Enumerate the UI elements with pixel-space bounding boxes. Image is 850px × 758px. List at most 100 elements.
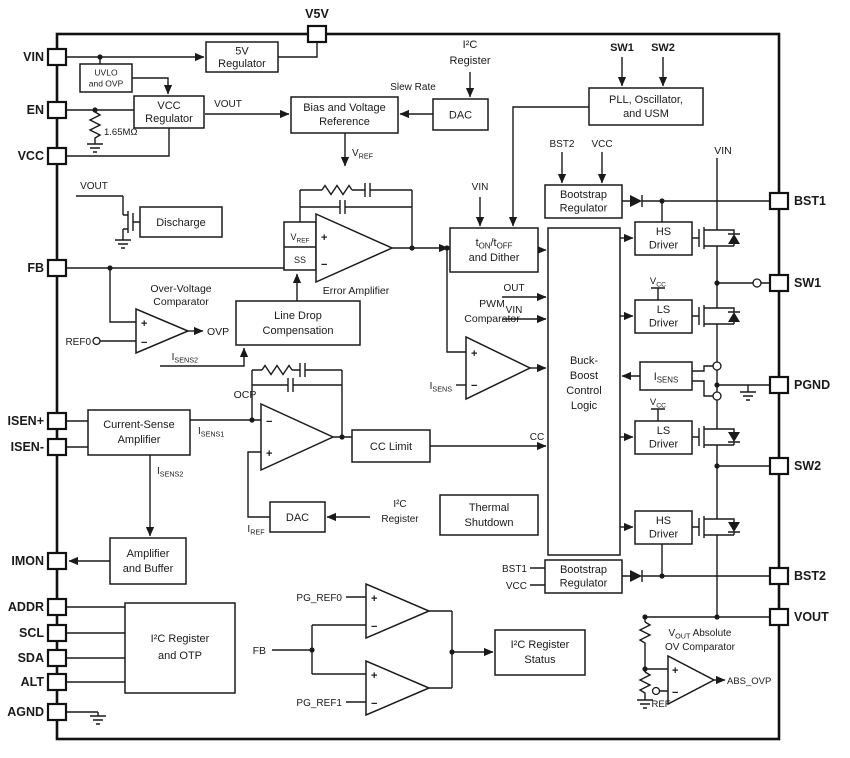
body-diode-hs2 — [728, 522, 740, 532]
abs-ovp-label: ABS_OVP — [727, 676, 771, 687]
pin-fb — [46, 258, 68, 278]
ov-comp-plus: + — [141, 318, 147, 330]
sw1-sense-point — [752, 278, 762, 288]
junction-dot — [309, 647, 315, 653]
pll-label-1: PLL, Oscillator, — [609, 94, 683, 106]
abs-ov-label-1: VOUT Absolute — [669, 628, 732, 641]
ocp-compensation — [251, 363, 343, 437]
bbcl-label-4: Logic — [571, 400, 598, 412]
pin-fb-label: FB — [27, 261, 44, 275]
junction-dot — [97, 54, 103, 60]
pin-scl-label: SCL — [19, 626, 44, 640]
dac-bottom-label: DAC — [286, 512, 309, 524]
bias-label-2: Reference — [319, 116, 370, 128]
net-labels: VOUT Slew Rate I²C Register SW1 SW2 BST2… — [65, 39, 771, 710]
junction-dot — [714, 463, 720, 469]
pg-comparator-2-triangle — [365, 659, 431, 717]
discharge-label: Discharge — [156, 217, 206, 229]
5v-regulator-label-2: Regulator — [218, 58, 266, 70]
pin-addr — [46, 597, 68, 617]
pg1-plus: + — [371, 593, 377, 605]
pin-vin-label: VIN — [23, 50, 44, 64]
vin-rail-label: VIN — [714, 145, 732, 157]
pgnd-ground — [740, 385, 756, 401]
wires-power-stage — [530, 158, 770, 618]
pin-en-label: EN — [27, 103, 44, 117]
fb-internal-label: FB — [253, 645, 266, 657]
vcc-regulator-label-2: Regulator — [145, 113, 193, 125]
junctions — [92, 54, 762, 696]
pin-sw1-label: SW1 — [794, 276, 821, 290]
pg-ref1-label: PG_REF1 — [296, 698, 342, 709]
pll-label-2: and USM — [623, 108, 669, 120]
pin-v5v — [306, 24, 328, 44]
vin-ton-label: VIN — [472, 182, 489, 193]
i2c-otp-label-2: and OTP — [158, 650, 202, 662]
ocp-plus: + — [266, 448, 272, 460]
cc-limit-block — [351, 429, 431, 463]
ampbuf-label-2: and Buffer — [123, 563, 174, 575]
bias-label-1: Bias and Voltage — [303, 102, 386, 114]
vin-signal-label: VIN — [506, 305, 523, 316]
ovp-label: OVP — [207, 326, 229, 338]
cc-label: CC — [530, 432, 544, 443]
sw2-top-label: SW2 — [651, 42, 675, 54]
i2c-register-bot-label-1: I²C — [393, 499, 406, 510]
isens2-imon-label: ISENS2 — [157, 466, 183, 479]
divider-resistor-1 — [638, 621, 652, 646]
ampbuf-label-1: Amplifier — [127, 548, 170, 560]
body-diode-hs1 — [728, 234, 740, 244]
iref-label: IREF — [247, 524, 265, 537]
pg-ref0-label: PG_REF0 — [296, 593, 342, 604]
pll-to-ton — [508, 106, 589, 227]
wires-ocp — [67, 363, 352, 518]
pin-en — [46, 100, 68, 120]
ref-abs-label: REF — [652, 699, 671, 710]
pin-bst1-label: BST1 — [794, 194, 826, 208]
pin-bst1 — [768, 191, 790, 211]
abs-ov-minus: − — [672, 687, 678, 699]
bst2-input-label: BST2 — [549, 139, 574, 150]
vcc-regulator-block — [133, 95, 205, 129]
hs-driver-1-label-1: HS — [656, 226, 671, 238]
isens-tap-top — [712, 361, 722, 371]
line-drop-block — [235, 300, 361, 346]
current-sense-amp-block — [87, 409, 191, 456]
thermal-label-1: Thermal — [469, 502, 509, 514]
en-resistor-symbol — [88, 111, 102, 140]
isens2-to-ldc — [160, 347, 249, 367]
thermal-shutdown-block — [439, 494, 539, 536]
junction-dot — [339, 434, 345, 440]
pwm-comp-minus: − — [471, 380, 477, 392]
isens2-ldc-label: ISENS2 — [172, 352, 198, 365]
i2c-otp-block — [124, 602, 236, 694]
pin-sw2-label: SW2 — [794, 459, 821, 473]
pin-sw2 — [768, 456, 790, 476]
pg1-minus: − — [371, 621, 377, 633]
vout-discharge-label: VOUT — [80, 181, 108, 192]
junction-dot — [449, 649, 455, 655]
pin-scl — [46, 623, 68, 643]
pin-alt-label: ALT — [21, 675, 45, 689]
wire-iref — [247, 451, 270, 518]
pin-vcc-label: VCC — [18, 149, 44, 163]
junction-dot — [659, 573, 665, 579]
line-drop-label-2: Compensation — [263, 325, 334, 337]
vcc-driver-taps — [651, 287, 665, 421]
error-amp-minus: − — [321, 259, 327, 271]
i2c-otp-label-1: I²C Register — [151, 633, 210, 645]
vref-input-label: VREF — [291, 232, 310, 245]
error-amp-resistor — [321, 184, 353, 196]
ls-driver-2-block — [634, 420, 693, 455]
ss-input-label: SS — [294, 255, 306, 265]
ls-driver-2-label-1: LS — [657, 425, 670, 437]
pin-sda — [46, 648, 68, 668]
arrow-wires — [67, 52, 726, 685]
pins: V5V VIN EN VCC FB ISEN+ ISEN- IMON ADDR … — [7, 7, 830, 722]
ref-terminal — [651, 686, 661, 696]
junction-dot — [444, 245, 450, 251]
hs-driver-1-label-2: Driver — [649, 240, 679, 252]
divider-resistor-2 — [638, 671, 652, 696]
pin-agnd-label: AGND — [7, 705, 44, 719]
